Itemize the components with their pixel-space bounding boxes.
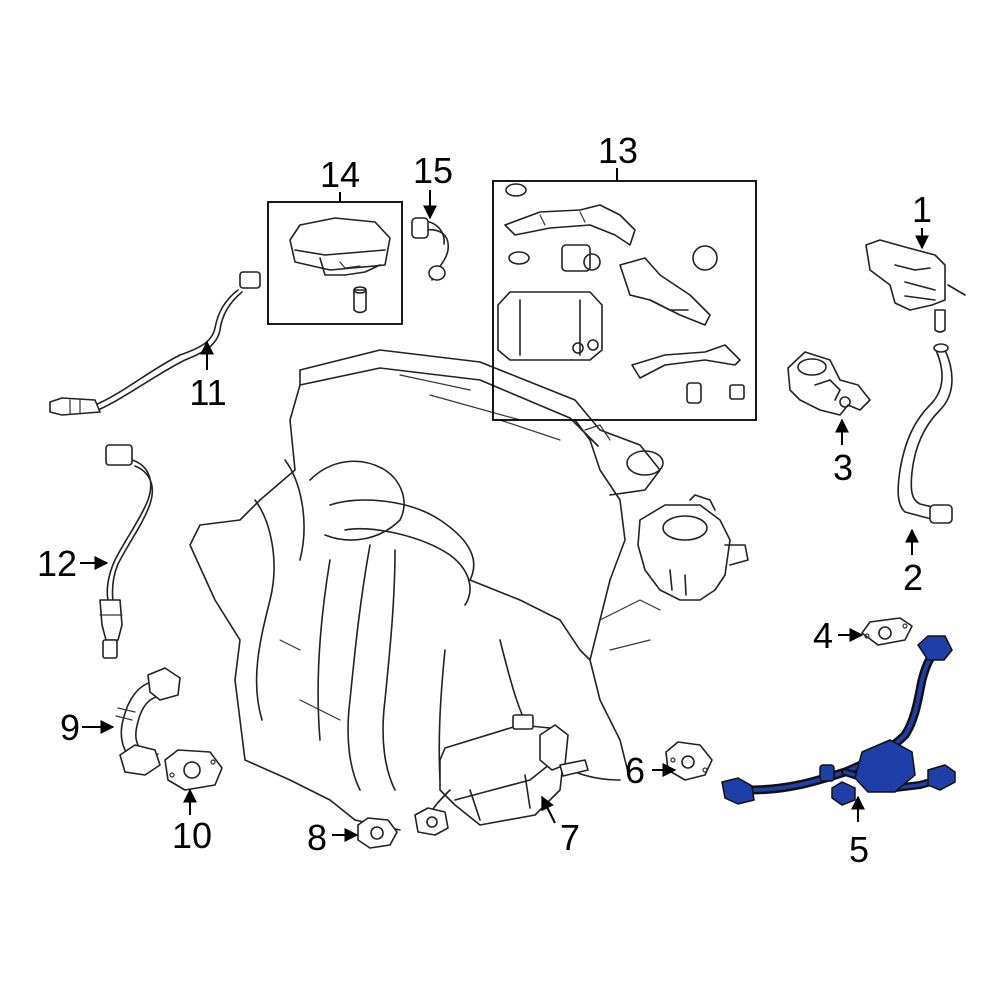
part-9-pipe (115, 667, 181, 776)
part-8-gasket (357, 817, 398, 849)
callout-11: 11 (189, 372, 226, 413)
part-13-canister-kit (497, 183, 745, 404)
part-2-pipe (897, 343, 953, 524)
callout-box-13 (492, 168, 757, 421)
callout-13: 13 (598, 130, 638, 171)
engine-block (189, 349, 749, 831)
part-11-oxygen-sensor (49, 271, 261, 416)
callout-9: 9 (60, 707, 80, 748)
callout-4: 4 (813, 615, 833, 656)
callout-labels: 1 2 3 4 5 6 7 8 9 10 11 12 13 14 15 (37, 130, 932, 870)
part-1-valve (865, 239, 966, 333)
part-12-oxygen-sensor (99, 444, 154, 659)
callout-1: 1 (912, 189, 932, 230)
callout-6: 6 (625, 750, 645, 791)
callout-5: 5 (849, 829, 869, 870)
callout-14: 14 (320, 154, 360, 195)
part-14-ecu-unit (289, 217, 391, 314)
callout-12: 12 (37, 543, 77, 584)
callout-10: 10 (172, 815, 212, 856)
callout-15: 15 (413, 150, 453, 191)
callout-leaders (80, 190, 929, 842)
part-3-egr-valve (787, 351, 871, 416)
part-5-egr-pipe (721, 635, 956, 806)
part-7-egr-cooler (414, 714, 589, 836)
callout-8: 8 (307, 817, 327, 858)
part-6-gasket (665, 741, 713, 781)
part-15-hose (411, 217, 450, 281)
callout-2: 2 (903, 557, 923, 598)
callout-7: 7 (560, 817, 580, 858)
callout-box-14 (267, 192, 403, 325)
part-10-gasket (164, 749, 223, 791)
part-4-gasket (861, 617, 913, 646)
callout-3: 3 (833, 447, 853, 488)
